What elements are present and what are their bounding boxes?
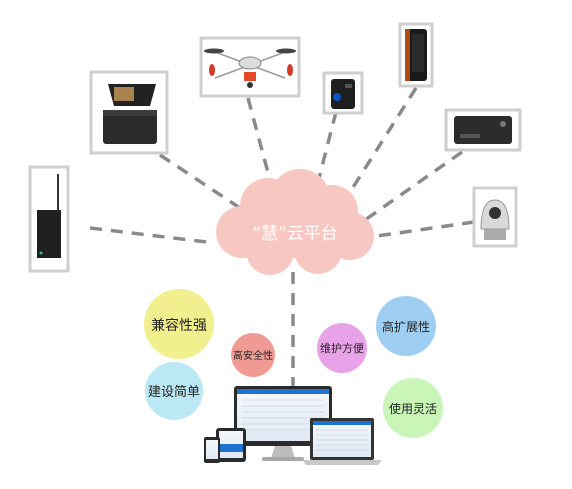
device-case-terminal	[89, 70, 169, 155]
feature-bubble-maintenance: 维护方便	[317, 323, 367, 373]
connector-case-terminal	[159, 153, 241, 210]
connector-smartphone	[343, 87, 418, 201]
device-body-camera	[322, 71, 364, 115]
feature-label: 兼容性强	[151, 317, 207, 334]
connector-base-station	[89, 226, 216, 245]
feature-bubble-flexibility: 使用灵活	[383, 378, 443, 438]
feature-bubble-scalability: 高扩展性	[376, 296, 436, 356]
feature-label: 维护方便	[320, 341, 364, 355]
feature-bubble-compatibility: 兼容性强	[144, 289, 214, 359]
device-drone	[199, 36, 301, 98]
tablet	[216, 428, 246, 462]
phone	[204, 437, 220, 463]
device-smartphone	[398, 22, 434, 88]
cloud-shape	[216, 169, 374, 275]
desktop-monitor	[234, 386, 332, 461]
feature-label: 使用灵活	[389, 401, 437, 416]
feature-label: 高扩展性	[382, 319, 430, 334]
connector-ptz-camera	[369, 220, 475, 239]
feature-label: 高安全性	[233, 349, 273, 362]
feature-bubble-easy-build: 建设简单	[145, 362, 203, 420]
connector-body-camera	[316, 111, 338, 183]
feature-label: 建设简单	[148, 384, 200, 400]
cloud-platform: “慧”云平台	[216, 169, 374, 275]
laptop	[302, 418, 382, 465]
device-vehicle-dvr	[444, 108, 522, 152]
cloud-label: “慧”云平台	[252, 224, 338, 244]
device-ptz-camera	[472, 186, 518, 248]
connector-lines	[89, 87, 475, 392]
device-base-station	[28, 165, 70, 273]
connector-drone	[246, 97, 272, 181]
feature-bubble-security: 高安全性	[231, 333, 275, 377]
client-devices	[204, 386, 382, 465]
connector-vehicle-dvr	[363, 150, 464, 222]
